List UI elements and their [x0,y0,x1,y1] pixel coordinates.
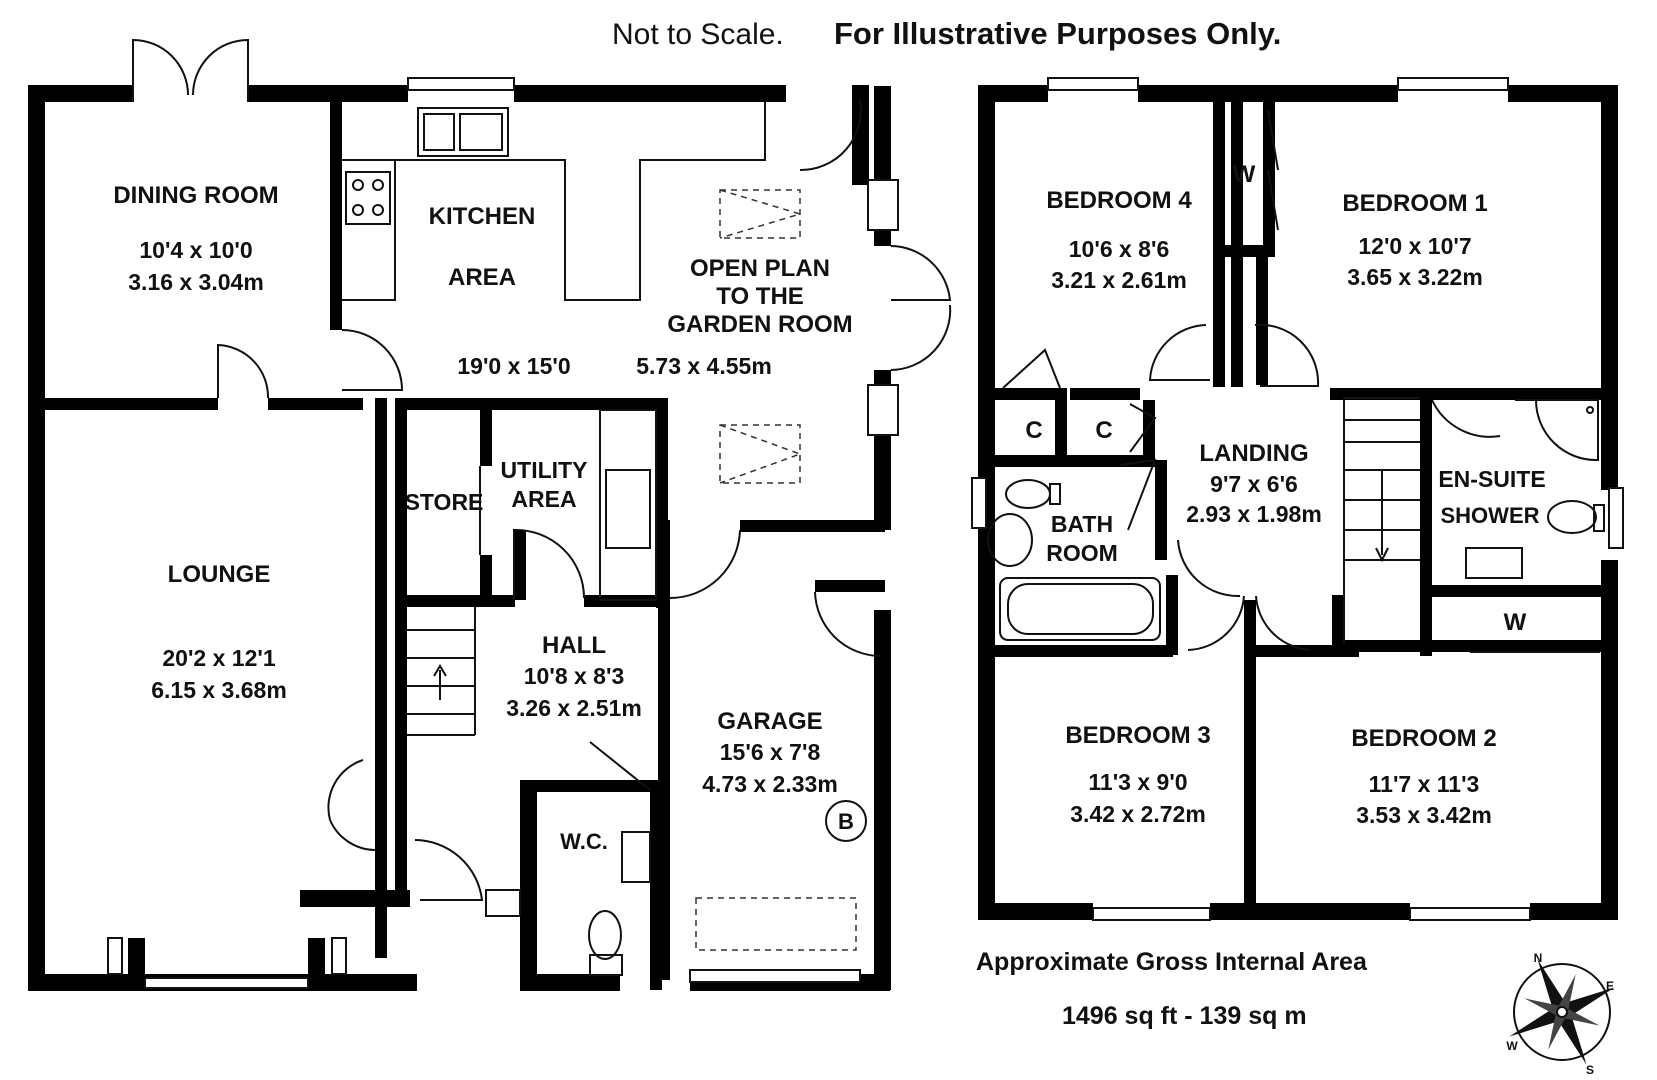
utility-label-2: AREA [511,486,576,512]
garage-metric: 4.73 x 2.33m [702,771,838,797]
ground-floor [28,38,952,991]
scale-note: Not to Scale. [612,18,784,51]
disclaimer: For Illustrative Purposes Only. [834,16,1282,51]
lounge-imperial: 20'2 x 12'1 [162,645,275,671]
bedroom3-imperial: 11'3 x 9'0 [1088,769,1187,795]
wardrobe1-label: W [1233,161,1256,188]
ensuite-label-1: EN-SUITE [1438,466,1545,492]
bedroom1-label: BEDROOM 1 [1342,190,1487,217]
wc-label: W.C. [560,829,608,854]
dining-room-label: DINING ROOM [113,182,278,209]
compass-e: E [1606,979,1614,993]
wardrobe2-label: W [1504,609,1527,636]
bedroom4-label: BEDROOM 4 [1046,187,1192,214]
landing-metric: 2.93 x 1.98m [1186,501,1322,527]
open-plan-imperial: 19'0 x 15'0 [457,353,570,379]
bedroom4-imperial: 10'6 x 8'6 [1069,236,1169,262]
lounge-metric: 6.15 x 3.68m [151,677,287,703]
boiler-label: B [838,809,854,834]
area-value: 1496 sq ft - 139 sq m [1062,1002,1307,1030]
bathroom-label-2: ROOM [1046,540,1118,566]
cupboard-a-label: C [1025,417,1042,444]
garden-room-label-3: GARDEN ROOM [667,311,852,338]
ensuite-label-2: SHOWER [1441,503,1540,528]
cupboard-b-label: C [1095,417,1112,444]
compass-rose-icon: N E S W [1506,951,1615,1077]
dining-room-imperial: 10'4 x 10'0 [139,237,252,263]
kitchen-label: KITCHEN [429,203,536,230]
open-plan-metric: 5.73 x 4.55m [636,353,772,379]
hall-metric: 3.26 x 2.51m [506,695,642,721]
bedroom4-metric: 3.21 x 2.61m [1051,267,1187,293]
garage-label: GARAGE [717,708,822,735]
lounge-label: LOUNGE [168,561,271,588]
bedroom3-label: BEDROOM 3 [1065,722,1210,749]
garden-room-label-1: OPEN PLAN [690,255,830,282]
compass-s: S [1586,1063,1594,1077]
bedroom2-imperial: 11'7 x 11'3 [1369,771,1480,797]
dining-room-metric: 3.16 x 3.04m [128,269,264,295]
landing-label: LANDING [1199,440,1308,467]
bedroom1-metric: 3.65 x 3.22m [1347,264,1483,290]
compass-w: W [1506,1039,1518,1053]
bedroom3-metric: 3.42 x 2.72m [1070,801,1206,827]
bedroom2-label: BEDROOM 2 [1351,725,1496,752]
bathroom-label-1: BATH [1051,511,1113,537]
bedroom2-metric: 3.53 x 3.42m [1356,802,1492,828]
store-label: STORE [405,489,484,515]
first-floor [971,77,1624,921]
garden-room-label-2: TO THE [716,283,804,310]
hall-imperial: 10'8 x 8'3 [524,663,624,689]
utility-label-1: UTILITY [501,457,588,483]
kitchen-area-label: AREA [448,264,516,291]
bedroom1-imperial: 12'0 x 10'7 [1358,233,1471,259]
area-title: Approximate Gross Internal Area [976,948,1367,976]
compass-n: N [1534,951,1543,965]
hall-label: HALL [542,632,606,659]
garage-imperial: 15'6 x 7'8 [720,739,821,765]
landing-imperial: 9'7 x 6'6 [1210,471,1298,497]
